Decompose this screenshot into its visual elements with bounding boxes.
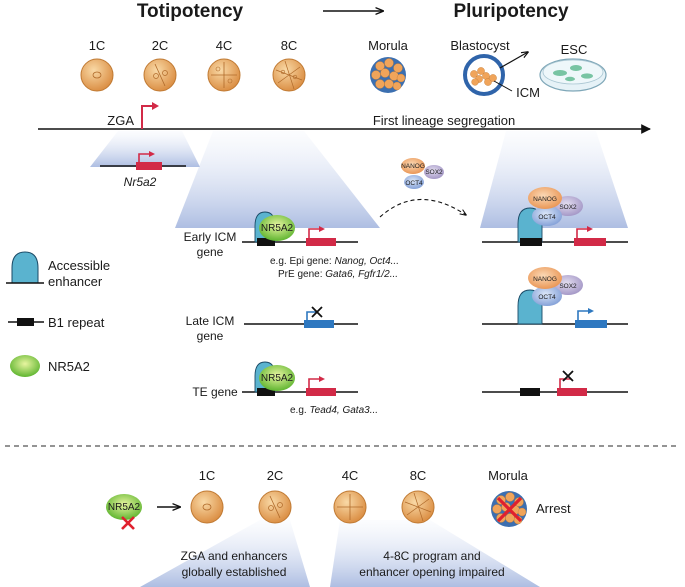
pre-gene-prefix: PrE gene: bbox=[278, 269, 325, 280]
legend-b1-icon bbox=[8, 318, 44, 326]
embryo-2c bbox=[143, 58, 177, 92]
header-totipotency: Totipotency bbox=[137, 1, 244, 22]
early-icm-label-1: Early ICM bbox=[184, 230, 237, 244]
stage-label-8c: 8C bbox=[281, 38, 298, 53]
bottom-impaired-note-2: enhancer opening impaired bbox=[359, 565, 504, 579]
early-oct4-label: OCT4 bbox=[538, 214, 556, 221]
esc-dish bbox=[539, 58, 607, 92]
floating-sox2-label: SOX2 bbox=[425, 169, 443, 176]
epi-gene-list: Nanog, Oct4... bbox=[335, 256, 399, 267]
legend-enhancer-label-2: enhancer bbox=[48, 274, 103, 289]
te-nr5a2-label: NR5A2 bbox=[261, 373, 294, 384]
bottom-embryo-morula-arrest bbox=[491, 491, 527, 527]
bottom-label-1c: 1C bbox=[199, 468, 216, 483]
nr5a2-gene-label: Nr5a2 bbox=[124, 175, 157, 189]
bottom-embryo-1c bbox=[190, 490, 224, 524]
floating-nanog-label: NANOG bbox=[401, 163, 425, 170]
legend-b1-label: B1 repeat bbox=[48, 315, 105, 330]
stage-label-morula: Morula bbox=[368, 38, 409, 53]
embryo-8c bbox=[272, 58, 306, 92]
legend-nr5a2-icon bbox=[10, 355, 40, 377]
stage-label-icm: ICM bbox=[516, 85, 540, 100]
te-gene-label: TE gene bbox=[192, 385, 238, 399]
zoom-fan-icm bbox=[480, 131, 628, 228]
timeline-zga: ZGA bbox=[107, 113, 134, 128]
tf-cluster-floating: NANOG SOX2 OCT4 bbox=[401, 158, 444, 189]
bottom-zga-note-1: ZGA and enhancers bbox=[181, 549, 288, 563]
header-pluripotency: Pluripotency bbox=[453, 1, 569, 22]
bottom-label-2c: 2C bbox=[267, 468, 284, 483]
stage-label-blastocyst: Blastocyst bbox=[450, 38, 510, 53]
epi-gene-prefix: e.g. Epi gene: bbox=[270, 256, 335, 267]
te-nr5a2 bbox=[259, 365, 295, 391]
tf-binding-arrow bbox=[379, 198, 466, 218]
stage-label-esc: ESC bbox=[561, 42, 588, 57]
te-locus-right bbox=[482, 370, 628, 396]
bottom-fan-2c bbox=[140, 520, 310, 587]
epi-gene-line: e.g. Epi gene: Nanog, Oct4... bbox=[270, 256, 399, 267]
bottom-label-4c: 4C bbox=[342, 468, 359, 483]
late-sox2-label: SOX2 bbox=[559, 283, 577, 290]
nr5a2-gene-locus bbox=[100, 151, 186, 170]
early-icm-nr5a2 bbox=[259, 215, 295, 241]
bottom-nr5a2-label: NR5A2 bbox=[108, 502, 141, 513]
late-nanog-label: NANOG bbox=[533, 276, 557, 283]
early-icm-label-2: gene bbox=[197, 245, 224, 259]
bottom-label-8c: 8C bbox=[410, 468, 427, 483]
tf-cluster-early-right: NANOG SOX2 OCT4 bbox=[528, 187, 583, 226]
bottom-embryo-2c bbox=[258, 490, 292, 524]
stage-label-1c: 1C bbox=[89, 38, 106, 53]
bottom-nr5a2-knockout bbox=[106, 494, 142, 530]
zoom-fan-8c bbox=[175, 131, 380, 228]
zoom-fan-zga bbox=[90, 131, 200, 167]
bottom-arrest-label: Arrest bbox=[536, 501, 571, 516]
timeline-segregation: First lineage segregation bbox=[373, 113, 515, 128]
bottom-impaired-note-1: 4-8C program and bbox=[383, 549, 480, 563]
stage-label-2c: 2C bbox=[152, 38, 169, 53]
bottom-embryo-4c bbox=[333, 490, 367, 524]
bottom-zga-note-2: globally established bbox=[182, 565, 287, 579]
stage-label-4c: 4C bbox=[216, 38, 233, 53]
legend-enhancer-label-1: Accessible bbox=[48, 258, 110, 273]
te-gene-list: Tead4, Gata3... bbox=[309, 405, 378, 416]
embryo-1c bbox=[80, 58, 114, 92]
early-nanog-label: NANOG bbox=[533, 196, 557, 203]
bottom-embryo-8c bbox=[401, 490, 435, 524]
embryo-morula bbox=[370, 57, 406, 93]
pre-gene-list: Gata6, Fgfr1/2... bbox=[325, 269, 398, 280]
esc-arrow bbox=[499, 52, 528, 69]
late-oct4-label: OCT4 bbox=[538, 294, 556, 301]
pre-gene-line: PrE gene: Gata6, Fgfr1/2... bbox=[278, 269, 398, 280]
early-icm-nr5a2-label: NR5A2 bbox=[261, 223, 294, 234]
early-sox2-label: SOX2 bbox=[559, 204, 577, 211]
late-icm-locus-left bbox=[244, 306, 358, 328]
tf-cluster-late-right: NANOG SOX2 OCT4 bbox=[528, 267, 583, 306]
late-icm-label-2: gene bbox=[197, 329, 224, 343]
bottom-label-morula: Morula bbox=[488, 468, 529, 483]
te-gene-line: e.g. Tead4, Gata3... bbox=[290, 405, 378, 416]
floating-oct4-label: OCT4 bbox=[405, 180, 423, 187]
zga-tss-arrow bbox=[141, 102, 159, 129]
legend-enhancer-icon bbox=[6, 251, 44, 284]
late-icm-label-1: Late ICM bbox=[186, 314, 235, 328]
te-gene-prefix: e.g. bbox=[290, 405, 309, 416]
bottom-fan-4c-8c bbox=[330, 520, 540, 587]
embryo-blastocyst bbox=[463, 54, 513, 96]
legend-nr5a2-label: NR5A2 bbox=[48, 359, 90, 374]
embryo-4c bbox=[207, 58, 241, 92]
